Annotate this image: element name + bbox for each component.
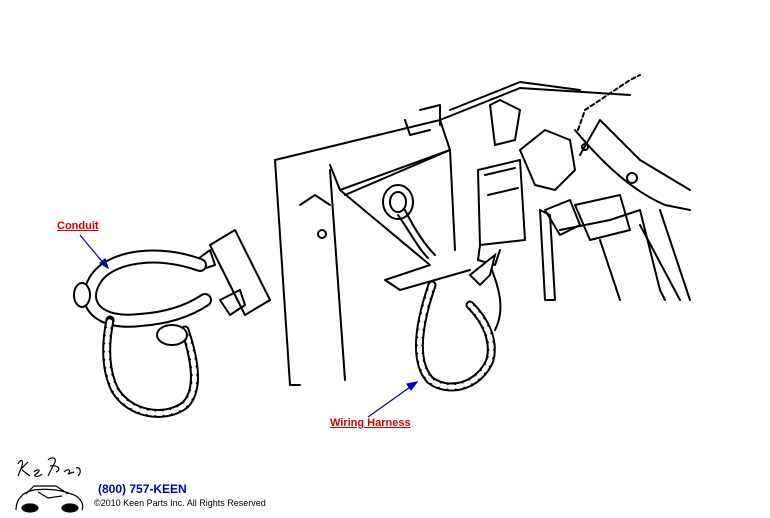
phone-number: (800) 757-KEEN <box>98 482 187 496</box>
console-body <box>274 119 451 191</box>
conduit-callout-link[interactable]: Conduit <box>57 220 99 232</box>
conduit-arrow <box>79 234 106 266</box>
connector-bracket <box>209 229 271 316</box>
upper-panel <box>439 87 631 121</box>
sector-gear <box>577 74 641 131</box>
footer: (800) 757-KEEN ©2010 Keen Parts Inc. All… <box>8 452 308 514</box>
wiring-harness-callout-link[interactable]: Wiring Harness <box>330 417 411 429</box>
copyright-text: ©2010 Keen Parts Inc. All Rights Reserve… <box>94 498 266 508</box>
keen-parts-car-logo-icon <box>15 457 84 513</box>
motor <box>477 159 526 246</box>
wiring-harness-arrow <box>367 384 414 418</box>
grommet <box>382 184 414 220</box>
